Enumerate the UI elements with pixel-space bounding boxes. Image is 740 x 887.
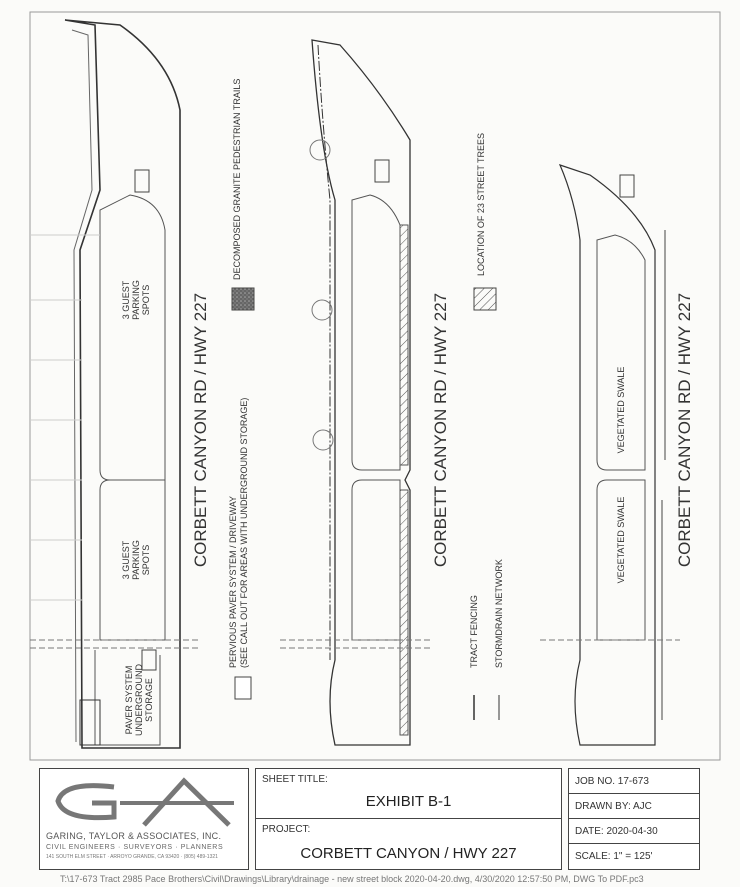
parking-label-2: 3 GUEST PARKING SPOTS [121, 540, 151, 580]
plan-panel-3 [540, 164, 680, 746]
job-info-block: JOB NO. 17-673 DRAWN BY: AJC DATE: 2020-… [568, 768, 700, 870]
file-path-footer: T:\17-673 Tract 2985 Pace Brothers\Civil… [60, 874, 644, 884]
street-trees-legend: LOCATION OF 23 STREET TREES [476, 133, 486, 276]
pervious-paver-swatch [234, 676, 252, 700]
sheet-title-block: SHEET TITLE: EXHIBIT B-1 [255, 768, 562, 819]
svg-text:PARKING: PARKING [131, 540, 141, 580]
project-block: PROJECT: CORBETT CANYON / HWY 227 [255, 818, 562, 870]
road-label-3: CORBETT CANYON RD / HWY 227 [675, 293, 694, 567]
svg-text:PAVER SYSTEM: PAVER SYSTEM [124, 666, 134, 735]
plan-panel-1 [30, 19, 200, 749]
drawn-by: DRAWN BY: AJC [575, 801, 652, 812]
vegetated-swale-label-1: VEGETATED SWALE [616, 367, 626, 454]
svg-text:(SEE CALL OUT FOR AREAS WITH U: (SEE CALL OUT FOR AREAS WITH UNDERGROUND… [239, 398, 249, 668]
road-label-2: CORBETT CANYON RD / HWY 227 [431, 293, 450, 567]
company-name: GARING, TAYLOR & ASSOCIATES, INC. [46, 831, 222, 841]
paver-storage-label: PAVER SYSTEM UNDERGROUND STORAGE [124, 663, 154, 736]
scale: SCALE: 1" = 125' [575, 851, 653, 862]
svg-text:PERVIOUS PAVER SYSTEM / DRIVEW: PERVIOUS PAVER SYSTEM / DRIVEWAY [228, 496, 238, 668]
sheet-title-label: SHEET TITLE: [262, 774, 328, 785]
project-label: PROJECT: [262, 824, 311, 835]
company-logo-block: GARING, TAYLOR & ASSOCIATES, INC. CIVIL … [39, 768, 249, 870]
vegetated-swale-label-2: VEGETATED SWALE [616, 497, 626, 584]
gta-logo [55, 777, 234, 827]
decomposed-granite-legend: DECOMPOSED GRANITE PEDESTRIAN TRAILS [232, 79, 242, 280]
job-number: JOB NO. 17-673 [575, 776, 649, 787]
street-trees-swatch [473, 287, 497, 311]
date: DATE: 2020-04-30 [575, 826, 658, 837]
svg-text:3 GUEST: 3 GUEST [121, 280, 131, 319]
svg-text:UNDERGROUND: UNDERGROUND [134, 663, 144, 736]
svg-text:SPOTS: SPOTS [141, 545, 151, 576]
plan-panel-2 [280, 39, 430, 746]
parking-label-1: 3 GUEST PARKING SPOTS [121, 280, 151, 320]
svg-text:3 GUEST: 3 GUEST [121, 540, 131, 579]
pervious-paver-legend: PERVIOUS PAVER SYSTEM / DRIVEWAY (SEE CA… [228, 398, 249, 668]
svg-text:STORAGE: STORAGE [144, 678, 154, 722]
road-label-1: CORBETT CANYON RD / HWY 227 [191, 293, 210, 567]
svg-text:PARKING: PARKING [131, 280, 141, 320]
svg-text:SPOTS: SPOTS [141, 285, 151, 316]
company-services: CIVIL ENGINEERS · SURVEYORS · PLANNERS [46, 844, 224, 851]
sheet-title: EXHIBIT B-1 [365, 793, 452, 810]
stormdrain-legend: STORMDRAIN NETWORK [494, 559, 504, 668]
decomposed-granite-swatch [231, 287, 255, 311]
project-name: CORBETT CANYON / HWY 227 [300, 845, 517, 862]
tract-fencing-legend: TRACT FENCING [469, 595, 479, 668]
company-address: 141 SOUTH ELM STREET · ARROYO GRANDE, CA… [46, 854, 218, 860]
